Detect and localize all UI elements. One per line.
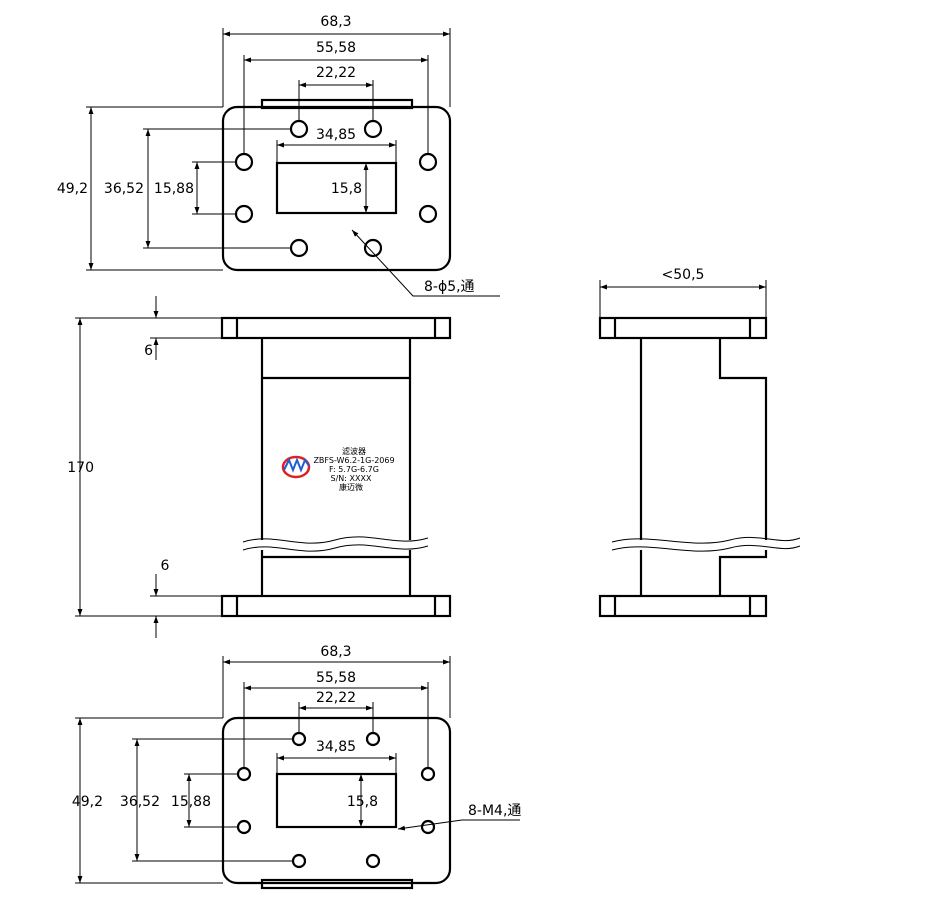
threaded-hole [291, 731, 307, 747]
label-plate-name: 滤波器 [342, 446, 366, 456]
flange-hole [289, 238, 309, 258]
top-hole-callout-leader [351, 229, 500, 297]
bottom-hole-callout-label: 8-M4,通 [468, 803, 521, 819]
top-aperture-width-label: 34,85 [316, 127, 356, 143]
top-flange-holes [234, 119, 438, 258]
flange-hole [234, 204, 254, 224]
threaded-hole [420, 766, 436, 782]
top-overall-width-label: 68,3 [320, 14, 351, 30]
bottom-aperture-height-label: 15,8 [347, 794, 378, 810]
label-plate-frequency: F: 5.7G-6.7G [329, 465, 379, 474]
bottom-hole-callout-leader [397, 819, 520, 831]
label-plate-serial: S/N: XXXX [331, 474, 372, 483]
front-break-lines [242, 536, 429, 552]
front-waveguide-body [260, 338, 412, 596]
flange-hole [289, 119, 309, 139]
flange-hole [363, 238, 383, 258]
flange-hole [363, 119, 383, 139]
top-overall-height-label: 49,2 [57, 181, 88, 197]
side-bottom-flange [598, 594, 768, 618]
top-hole-span-inner-label: 22,22 [316, 65, 356, 81]
label-plate: 滤波器 ZBFS-W6.2-1G-2069 F: 5.7G-6.7G S/N: … [281, 446, 395, 492]
top-hole-callout-label: 8-ϕ5,通 [424, 279, 475, 295]
top-aperture-height-label: 15,8 [331, 181, 362, 197]
bottom-aperture-width-label: 34,85 [316, 739, 356, 755]
bottom-hole-span-outer-label: 55,58 [316, 670, 356, 686]
threaded-hole [365, 853, 381, 869]
side-break-lines [611, 536, 801, 552]
bottom-overall-width-label: 68,3 [320, 644, 351, 660]
bottom-hole-span-vertical-label: 36,52 [120, 794, 160, 810]
threaded-hole [420, 819, 436, 835]
threaded-hole [236, 819, 252, 835]
top-hole-span-vertical-label: 36,52 [104, 181, 144, 197]
manufacturer-logo [281, 455, 311, 479]
bottom-flange-outline [221, 716, 452, 885]
side-view: <50,5 [598, 267, 801, 618]
flange-hole [234, 152, 254, 172]
flange-hole [418, 204, 438, 224]
threaded-hole [236, 766, 252, 782]
side-depth-label: <50,5 [662, 267, 705, 283]
top-hole-span-outer-label: 55,58 [316, 40, 356, 56]
bottom-hole-span-vertical-inner-label: 15,88 [171, 794, 211, 810]
side-top-flange [598, 316, 768, 340]
top-flange-outline [221, 105, 452, 272]
top-flange-view: 68,3 55,58 22,22 34,85 49,2 36,52 15,88 … [57, 14, 500, 297]
front-bottom-flange [220, 594, 452, 618]
front-flange-thickness-top-label: 6 [144, 343, 153, 359]
label-plate-maker: 康迈微 [339, 482, 363, 492]
bottom-overall-height-label: 49,2 [72, 794, 103, 810]
top-waveguide-aperture [275, 161, 398, 215]
front-view: 170 6 6 滤波器 ZBFS-W6.2-1G-2069 F: 5.7G-6.… [67, 296, 452, 638]
bottom-hole-span-inner-label: 22,22 [316, 690, 356, 706]
front-top-flange [220, 316, 452, 340]
threaded-hole [291, 853, 307, 869]
side-body-profile [639, 338, 768, 596]
threaded-hole [365, 731, 381, 747]
bottom-waveguide-aperture [275, 772, 398, 829]
front-length-label: 170 [67, 460, 94, 476]
flange-hole [418, 152, 438, 172]
top-hole-span-vertical-inner-label: 15,88 [154, 181, 194, 197]
front-flange-thickness-bottom-label: 6 [161, 558, 170, 574]
bottom-flange-view: 68,3 55,58 22,22 34,85 49,2 36,52 15,88 … [72, 644, 521, 890]
label-plate-model: ZBFS-W6.2-1G-2069 [313, 456, 394, 465]
